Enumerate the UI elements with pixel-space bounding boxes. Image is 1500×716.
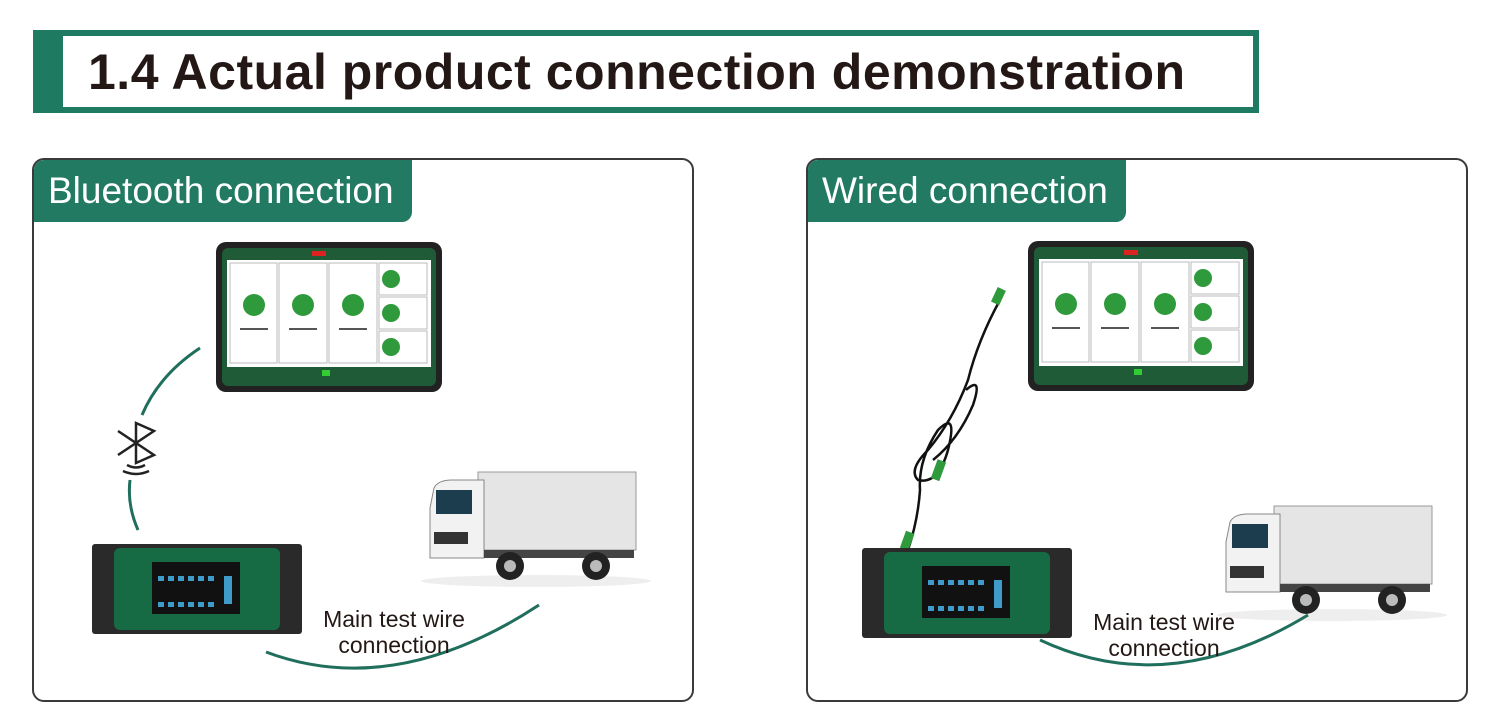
panel-tab-bluetooth: Bluetooth connection <box>34 160 412 222</box>
section-title: 1.4 Actual product connection demonstrat… <box>88 44 1186 100</box>
bluetooth-connection-panel: Bluetooth connection Main test wire conn… <box>32 158 694 702</box>
vci-module <box>862 548 1072 638</box>
cable-ferrite <box>930 459 947 482</box>
truck-image <box>1217 505 1447 621</box>
diagnostic-tablet <box>1028 241 1254 391</box>
usb-cable <box>906 299 1002 551</box>
caption-line-1: Main test wire <box>323 606 465 632</box>
bluetooth-connection-illustration <box>92 242 651 670</box>
main-test-wire-caption: Main test wire connection <box>1074 609 1254 661</box>
caption-line-2: connection <box>338 632 450 658</box>
cable-connector <box>899 530 915 551</box>
truck-image <box>421 471 651 587</box>
caption-line-1: Main test wire <box>1093 609 1235 635</box>
main-test-wire <box>1039 613 1309 667</box>
bluetooth-icon <box>117 421 157 476</box>
bluetooth-link-arc-lower <box>127 479 140 531</box>
main-test-wire-caption: Main test wire connection <box>304 606 484 658</box>
usb-plug <box>990 287 1006 306</box>
bluetooth-link-arc-upper <box>140 346 201 416</box>
main-test-wire <box>265 603 540 670</box>
panel-tab-wired: Wired connection <box>808 160 1126 222</box>
diagnostic-tablet <box>216 242 442 392</box>
section-title-background <box>63 36 1253 107</box>
wired-connection-illustration <box>862 241 1447 667</box>
caption-line-2: connection <box>1108 635 1220 661</box>
wired-connection-panel: Wired connection Main test wire connecti… <box>806 158 1468 702</box>
vci-module <box>92 544 302 634</box>
